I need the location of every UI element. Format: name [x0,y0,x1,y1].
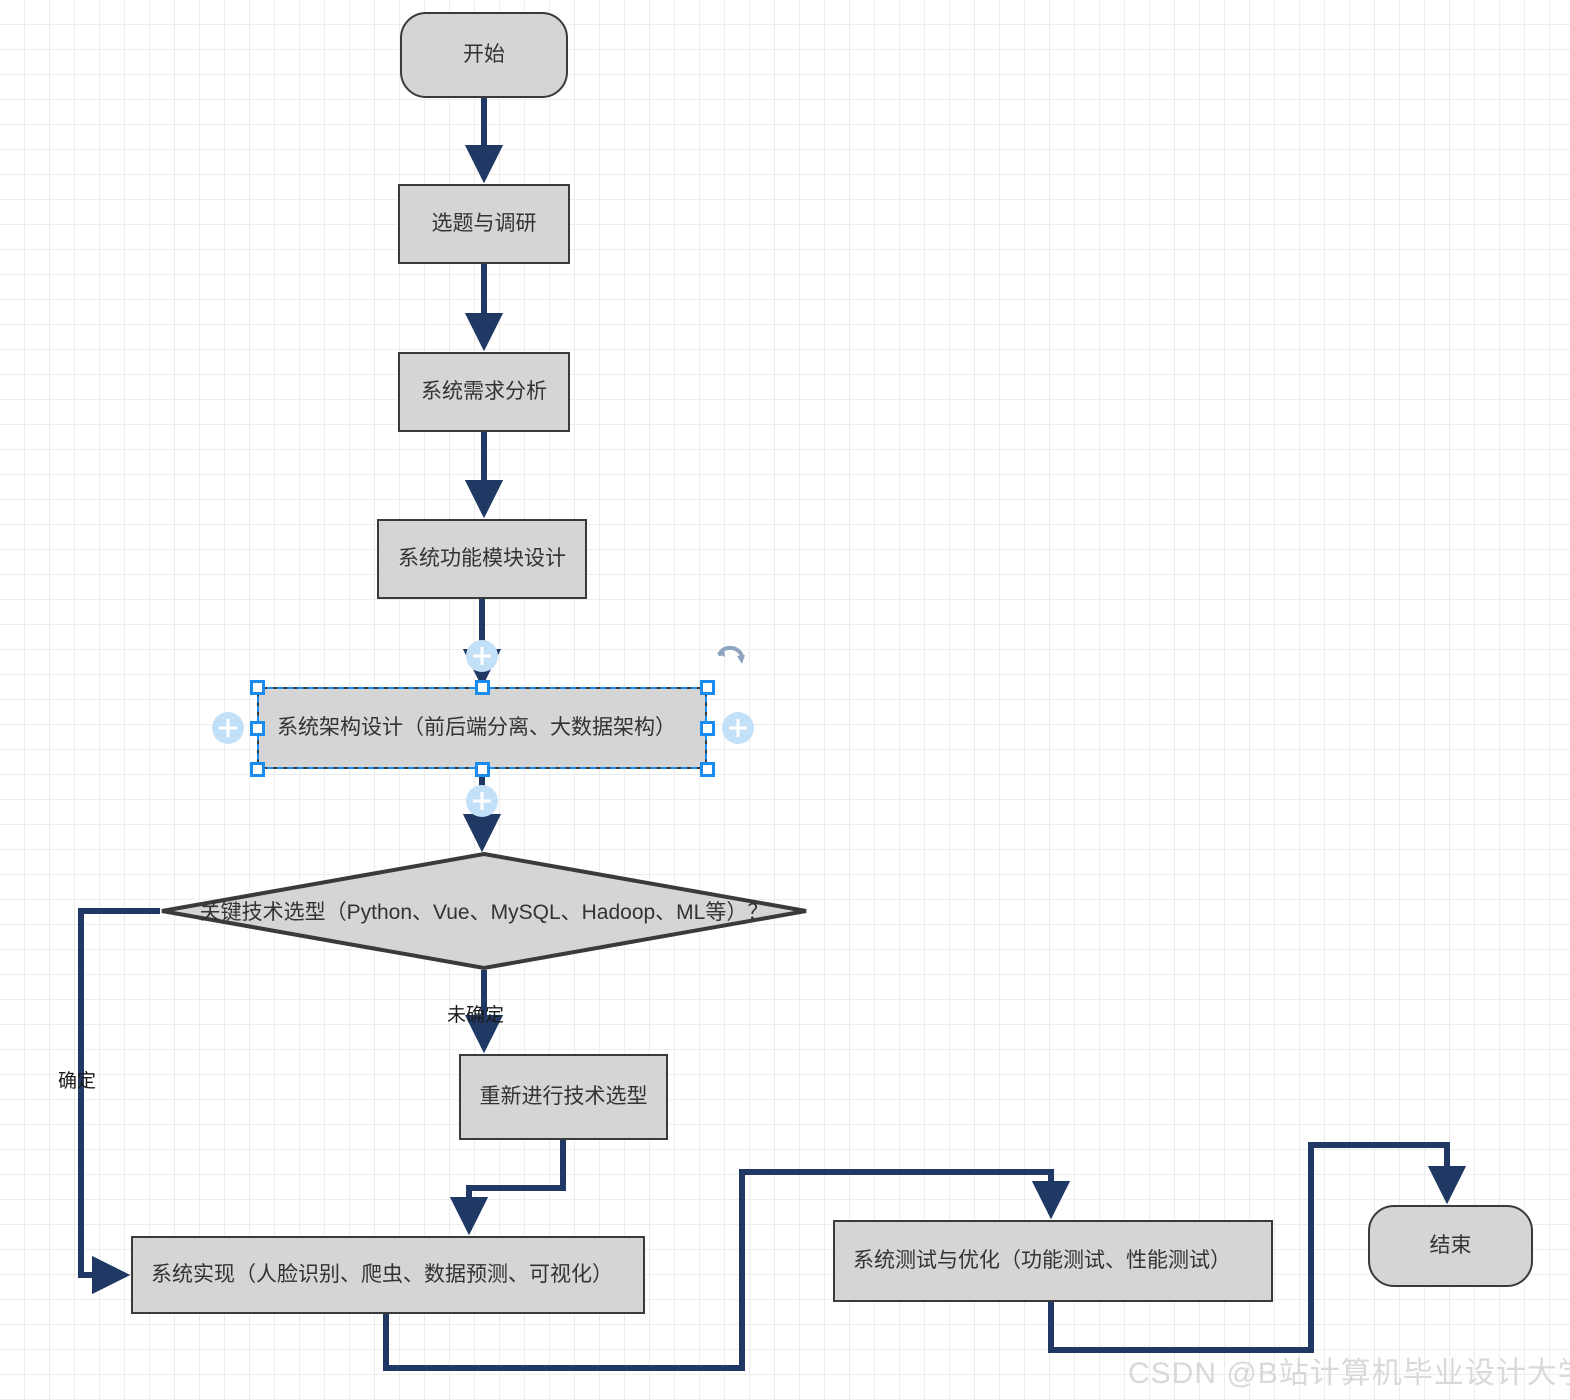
node-module-design[interactable]: 系统功能模块设计 [377,519,587,599]
node-system-implementation[interactable]: 系统实现（人脸识别、爬虫、数据预测、可视化） [131,1236,645,1314]
handle-bottom-left[interactable] [250,762,265,777]
handle-top-right[interactable] [700,680,715,695]
edge-decision-to-implement[interactable] [78,908,160,1295]
decision-diamond-shape [161,852,807,970]
node-topic-research-label: 选题与调研 [431,212,537,236]
connection-point-top-icon[interactable] [466,640,498,672]
node-architecture-design[interactable]: 系统架构设计（前后端分离、大数据架构） [257,687,707,769]
node-testing-optimization-label: 系统测试与优化（功能测试、性能测试） [853,1249,1231,1273]
node-requirement-analysis[interactable]: 系统需求分析 [398,352,570,432]
node-tech-selection-decision-label: 关键技术选型（Python、Vue、MySQL、Hadoop、ML等）？ [199,901,769,924]
node-requirement-analysis-label: 系统需求分析 [421,380,547,404]
edge-reselect-to-implement[interactable] [449,1140,566,1236]
node-testing-optimization[interactable]: 系统测试与优化（功能测试、性能测试） [833,1220,1273,1302]
node-end-label: 结束 [1429,1234,1472,1258]
node-topic-research[interactable]: 选题与调研 [398,184,570,264]
edge-label-undetermined: 未确定 [447,1005,505,1026]
node-reselect-tech-label: 重新进行技术选型 [479,1085,648,1109]
node-module-design-label: 系统功能模块设计 [398,547,566,571]
handle-top-left[interactable] [250,680,265,695]
node-architecture-design-label: 系统架构设计（前后端分离、大数据架构） [277,716,676,740]
node-reselect-tech[interactable]: 重新进行技术选型 [459,1054,668,1140]
handle-bottom-center[interactable] [475,762,490,777]
connection-point-left-icon[interactable] [212,712,244,744]
node-start-label: 开始 [463,43,505,67]
watermark: CSDN @B站计算机毕业设计大学 [1128,1357,1570,1390]
handle-middle-left[interactable] [250,721,265,736]
connection-point-right-icon[interactable] [722,712,754,744]
handle-middle-right[interactable] [700,721,715,736]
node-system-implementation-label: 系统实现（人脸识别、爬虫、数据预测、可视化） [151,1263,613,1287]
node-start[interactable]: 开始 [400,12,568,98]
rotate-arrow-glyph [717,645,745,664]
connection-point-bottom-icon[interactable] [466,785,498,817]
node-tech-selection-decision[interactable]: 关键技术选型（Python、Vue、MySQL、Hadoop、ML等）？ [160,852,808,970]
node-end[interactable]: 结束 [1368,1205,1533,1287]
handle-top-center[interactable] [475,680,490,695]
edge-label-confirmed: 确定 [58,1071,97,1092]
rotate-icon[interactable] [712,638,752,678]
handle-bottom-right[interactable] [700,762,715,777]
